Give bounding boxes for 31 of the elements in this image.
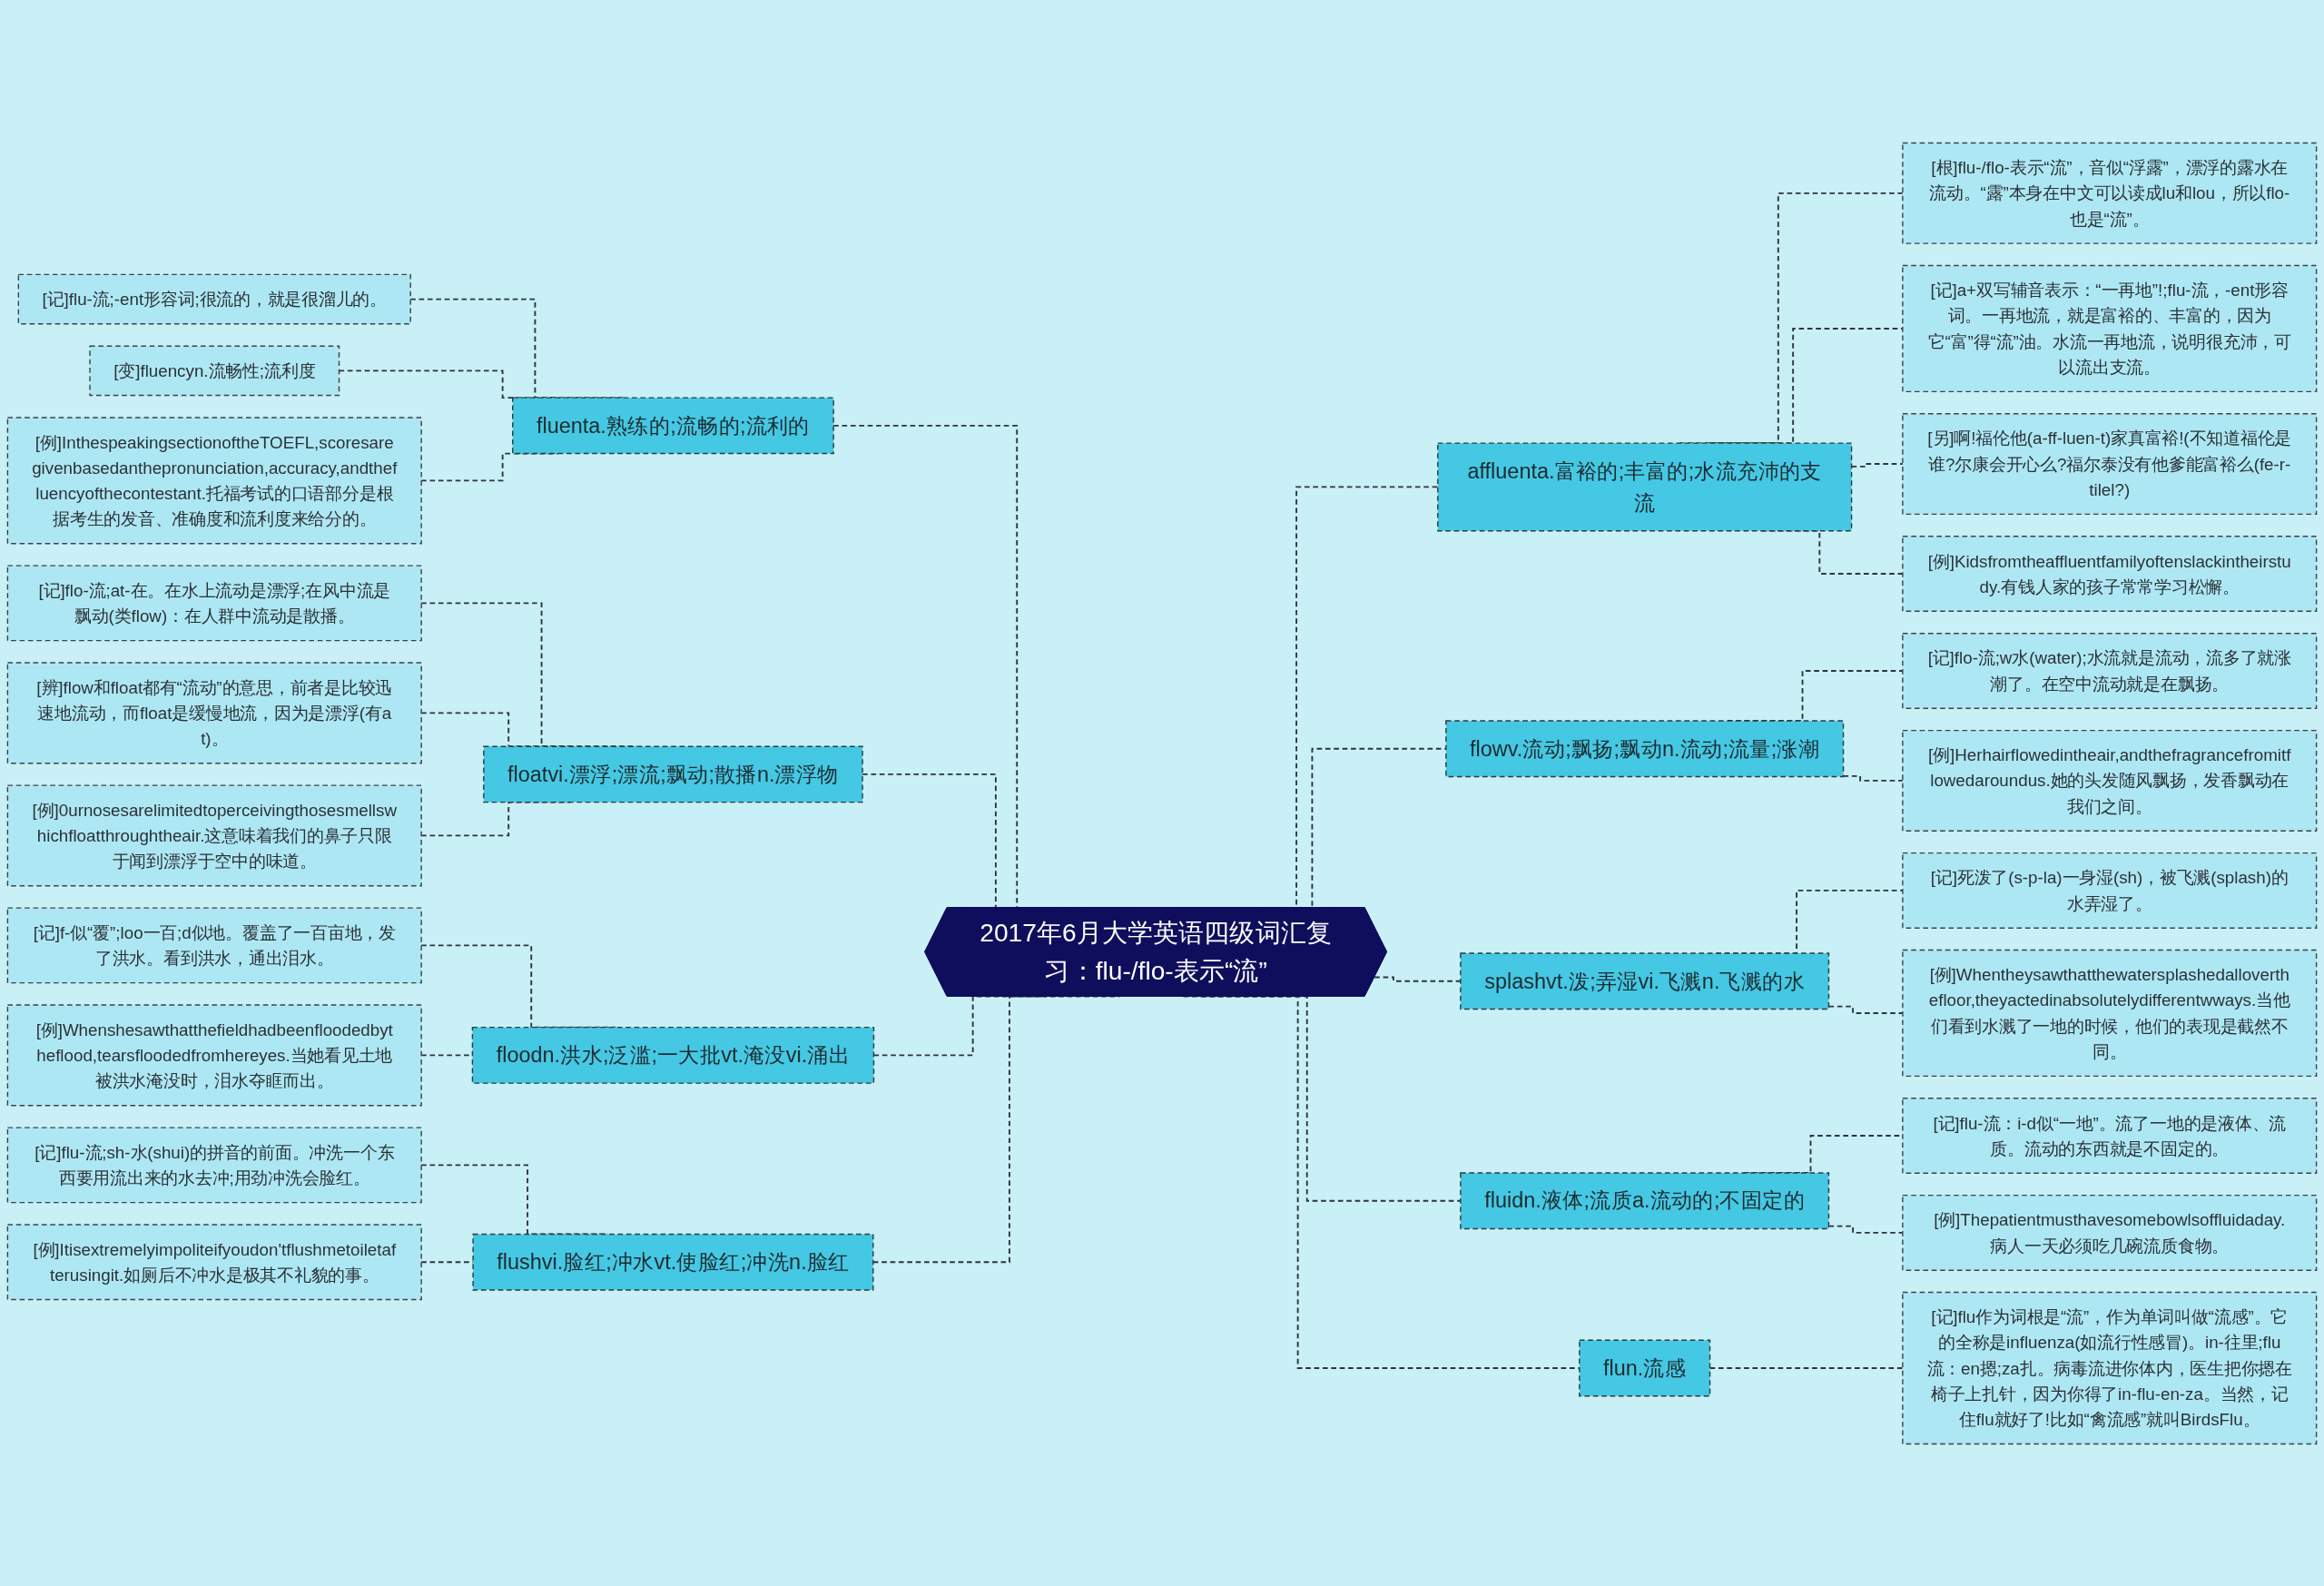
node-box: [例]Itisextremelyimpoliteifyoudon'tflushmetoiletafterusingit.如厕后不冲水是极其不礼貌的事。 [6,1223,422,1300]
node-box: [另]啊!福伦他(a-ff-luen-t)家真富裕!(不知道福伦是谁?尔康会开心么?福尔泰没有他爹能富裕么(fe-r-tilel?) [1902,412,2318,515]
node-box: [变]fluencyn.流畅性;流利度 [89,344,340,396]
node-box: [根]flu-/flo-表示“流”，音似“浮露”，漂浮的露水在流动。“露”本身在中文可以读成lu和lou，所以flo-也是“流”。 [1902,142,2318,244]
node-box: [例]0urnosesarelimitedtoperceivingthosesmellswhichfloatthroughtheair.这意味着我们的鼻子只限于闻到漂浮于空中的味道。 [6,783,422,886]
node-box: floodn.洪水;泛滥;一大批vt.淹没vi.涌出 [471,1026,875,1084]
node-box: flushvi.脸红;冲水vt.使脸红;冲洗n.脸红 [472,1233,874,1291]
node-box: [例]Kidsfromtheaffluentfamilyoftenslackintheirstudy.有钱人家的孩子常常学习松懈。 [1902,535,2318,612]
node-box: [记]flu-流;sh-水(shui)的拼音的前面。冲洗一个东西要用流出来的水去冲;用劲冲洗会脸红。 [6,1126,422,1203]
node-box: [辨]flow和float都有“流动”的意思，前者是比较迅速地流动，而float是缓慢地流，因为是漂浮(有at)。 [6,661,422,763]
connector [1850,462,1904,468]
node-box: [记]f-似“覆”;loo一百;d似地。覆盖了一百亩地，发了洪水。看到洪水，通出泪水。 [6,906,422,983]
node-box: splashvt.泼;弄湿vi.飞溅n.飞溅的水 [1460,951,1830,1010]
node-box: floatvi.漂浮;漂流;飘动;散播n.漂浮物 [483,745,863,803]
node-box: [记]死泼了(s-p-la)一身湿(sh)，被飞溅(splash)的水弄湿了。 [1902,852,2318,929]
node-box: fluenta.熟练的;流畅的;流利的 [512,396,834,454]
node-box: [例]Whentheysawthatthewatersplashedalloverthefloor,theyactedinabsolutelydifferentwways.当他们看到水溅了一地的时候，他们的表现是截然不同。 [1902,949,2318,1077]
node-box: [记]flu-流：i-d似“一地”。流了一地的是液体、流质。流动的东西就是不固定的。 [1902,1097,2318,1174]
node-box: flowv.流动;飘扬;飘动n.流动;流量;涨潮 [1445,719,1845,777]
node-box: [记]flu作为词根是“流”，作为单词叫做“流感”。它的全称是influenza(如流行性感冒)。in-往里;flu流：en摁;za扎。病毒流进你体内，医生把你摁在椅子上扎针，因为你得了in-flu-en-za。当然，记住flu就好了!比如“禽流感”就叫BirdsFlu。 [1902,1291,2318,1444]
node-box: flun.流感 [1579,1339,1711,1396]
node-box: [记]a+双写辅音表示：“一再地”!;flu-流，-ent形容词。一再地流，就是富裕的、丰富的，因为它“富”得“流”油。水流一再地流，说明很充沛，可以流出支流。 [1902,264,2318,392]
node-box: [例]Whenshesawthatthefieldhadbeenfloodedbytheflood,tearsfloodedfromhereyes.当她看见土地被洪水淹没时，泪水夺眶而出。 [6,1003,422,1106]
node-box: [记]flo-流;at-在。在水上流动是漂浮;在风中流是飘动(类flow)：在人群中流动是散播。 [6,564,422,641]
node-box: [记]flu-流;-ent形容词;很流的，就是很溜儿的。 [17,273,411,324]
node-box: [例]Herhairflowedintheair,andthefragrancefromitflowedaroundus.她的头发随风飘扬，发香飘动在我们之间。 [1902,729,2318,832]
node-box: [例]Thepatientmusthavesomebowlsoffluidaday.病人一天必须吃几碗流质食物。 [1902,1194,2318,1271]
node-box: [例]InthespeakingsectionoftheTOEFL,scoresaregivenbasedanthepronunciation,accuracy,andthefluencyofthecontestant.托福考试的口语部分是根据考生的发音、准确度和流利度来给分的。 [6,416,422,544]
node-box: [记]flo-流;w水(water);水流就是流动，流多了就涨潮了。在空中流动就是在飘扬。 [1902,632,2318,709]
node-box: fluidn.液体;流质a.流动的;不固定的 [1460,1171,1830,1229]
node-box: affluenta.富裕的;丰富的;水流充沛的支流 [1437,441,1853,531]
